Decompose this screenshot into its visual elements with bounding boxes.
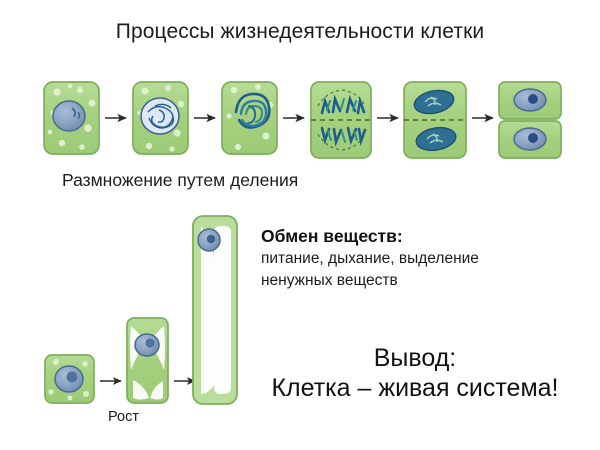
nucleus — [52, 100, 86, 132]
growth-stage-1 — [44, 354, 95, 404]
nucleolus — [528, 94, 538, 104]
conclusion-text-block: Вывод: Клетка – живая система! — [230, 344, 600, 403]
nucleolus — [145, 338, 155, 348]
condensed-chromosomes — [234, 92, 271, 129]
daughter-nucleus-upper — [413, 89, 455, 115]
division-caption: Размножение путем деления — [62, 170, 299, 190]
nucleolus — [528, 133, 538, 143]
metabolism-line-2: ненужных веществ — [261, 272, 398, 290]
division-stage-3 — [221, 81, 278, 155]
daughter-nucleus-lower — [415, 126, 457, 152]
cytoplasm-speckles — [48, 359, 89, 401]
page-title: Процессы жизнедеятельности клетки — [115, 20, 485, 43]
division-stage-6 — [498, 81, 562, 159]
metabolism-text-block: Обмен веществ: питание, дыхание, выделен… — [261, 226, 591, 293]
nucleolus-mark — [71, 107, 76, 118]
conclusion-statement: Клетка – живая система! — [271, 373, 559, 402]
nucleolus-mark — [77, 111, 81, 120]
chromosomes-lower-secondary — [327, 130, 358, 143]
division-stage-5 — [403, 81, 467, 159]
growth-stage-3 — [192, 215, 238, 405]
metabolism-line-1: питание, дыхание, выделение — [261, 249, 479, 267]
division-stage-2 — [132, 81, 189, 155]
division-stage-1 — [43, 81, 100, 155]
growth-stage-2 — [126, 317, 169, 404]
division-stage-4 — [310, 81, 372, 159]
metabolism-heading: Обмен веществ: — [261, 226, 403, 246]
cytoplasm-speckles — [137, 85, 185, 152]
nucleolus — [66, 371, 78, 383]
central-vacuole — [201, 226, 215, 394]
chromatin-threads — [147, 103, 175, 129]
growth-caption: Рост — [108, 409, 139, 425]
chromosomes-upper-secondary — [326, 98, 357, 111]
central-vacuole — [214, 226, 231, 394]
nucleolus — [206, 234, 216, 244]
conclusion-label: Вывод: — [373, 344, 457, 372]
